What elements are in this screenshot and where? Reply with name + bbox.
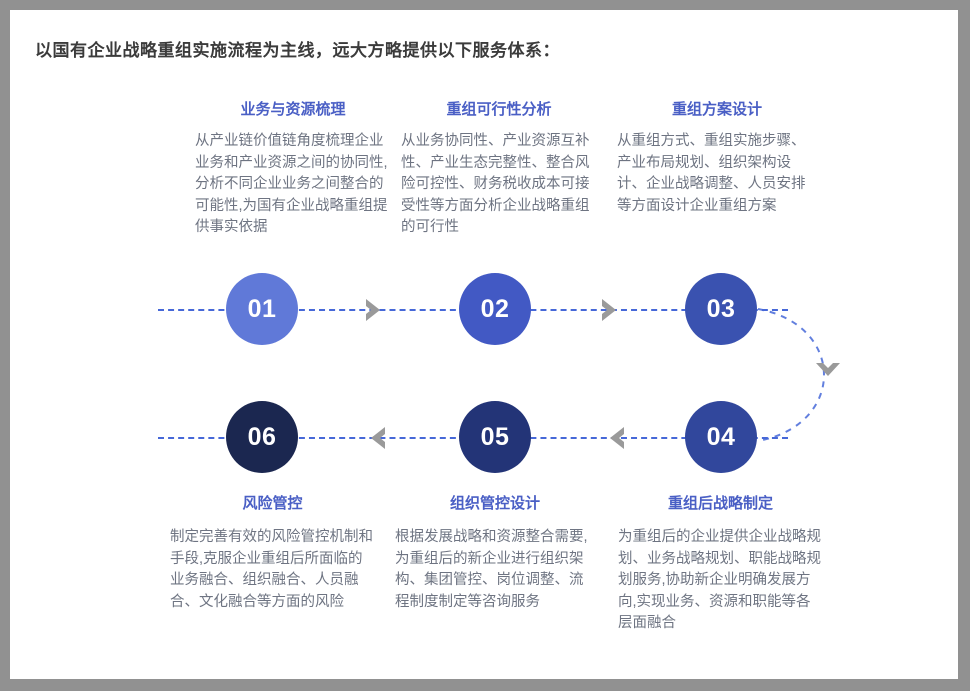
step-body: 为重组后的企业提供企业战略规划、业务战略规划、职能战略规划服务,协助新企业明确发…: [618, 529, 821, 631]
step-heading: 重组方案设计: [671, 101, 762, 118]
step-text-06: 风险管控 制定完善有效的风险管控机制和手段,克服企业重组后所面临的业务融合、组织…: [170, 492, 375, 613]
connector-arc-right: [757, 308, 825, 442]
arrow-left-icon: [598, 423, 628, 453]
page-title: 以国有企业战略重组实施流程为主线，远大方略提供以下服务体系：: [35, 41, 560, 60]
step-text-02: 重组可行性分析 从业务协同性、产业资源互补性、产业生态完整性、整合风险可控性、财…: [401, 98, 597, 239]
step-body: 制定完善有效的风险管控机制和手段,克服企业重组后所面临的业务融合、组织融合、人员…: [170, 529, 373, 610]
step-heading: 组织管控设计: [449, 495, 540, 512]
arrow-left-icon: [359, 423, 389, 453]
step-text-03: 重组方案设计 从重组方式、重组实施步骤、产业布局规划、组织架构设计、企业战略调整…: [617, 98, 817, 217]
flow-diagram-card: 以国有企业战略重组实施流程为主线，远大方略提供以下服务体系： 业务与资源梳理 从…: [10, 10, 958, 679]
step-heading: 重组可行性分析: [446, 101, 552, 118]
arrow-right-icon: [598, 295, 628, 325]
step-body: 从重组方式、重组实施步骤、产业布局规划、组织架构设计、企业战略调整、人员安排等方…: [617, 133, 806, 214]
step-heading: 风险管控: [242, 495, 303, 512]
step-node-01[interactable]: 01: [226, 273, 298, 345]
step-heading: 业务与资源梳理: [240, 101, 346, 118]
step-heading: 重组后战略制定: [667, 495, 773, 512]
step-node-03[interactable]: 03: [685, 273, 757, 345]
arrow-right-icon: [362, 295, 392, 325]
step-body: 从产业链价值链角度梳理企业业务和产业资源之间的协同性,分析不同企业业务之间整合的…: [195, 133, 388, 235]
step-text-04: 重组后战略制定 为重组后的企业提供企业战略规划、业务战略规划、职能战略规划服务,…: [618, 492, 823, 635]
step-text-05: 组织管控设计 根据发展战略和资源整合需要,为重组后的新企业进行组织架构、集团管控…: [395, 492, 595, 613]
step-body: 从业务协同性、产业资源互补性、产业生态完整性、整合风险可控性、财务税收成本可接受…: [401, 133, 590, 235]
arrow-down-icon: [813, 358, 843, 388]
step-text-01: 业务与资源梳理 从产业链价值链角度梳理企业业务和产业资源之间的协同性,分析不同企…: [195, 98, 391, 239]
step-body: 根据发展战略和资源整合需要,为重组后的新企业进行组织架构、集团管控、岗位调整、流…: [395, 529, 588, 610]
step-node-04[interactable]: 04: [685, 401, 757, 473]
step-node-06[interactable]: 06: [226, 401, 298, 473]
step-node-05[interactable]: 05: [459, 401, 531, 473]
step-node-02[interactable]: 02: [459, 273, 531, 345]
